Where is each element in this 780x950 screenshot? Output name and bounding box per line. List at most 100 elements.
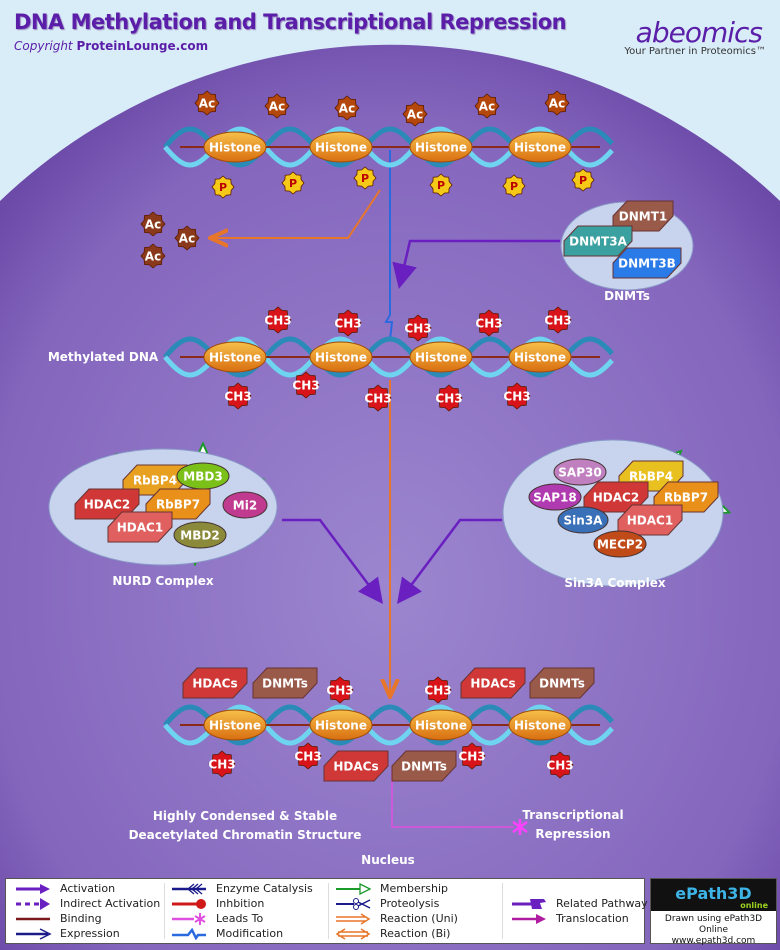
phosphate-group[interactable]: P [281,171,305,195]
hdacs[interactable]: HDACs [323,750,389,782]
histone[interactable]: Histone [309,709,373,741]
nurd-rbbp7-label: RbBP7 [156,498,200,512]
histone[interactable]: Histone [409,341,473,373]
histone[interactable]: Histone [203,341,267,373]
dna-strand [163,126,614,168]
dnmts[interactable]: DNMTs [391,750,457,782]
nurd-mbd2[interactable]: MBD2 [173,521,227,549]
histone[interactable]: Histone [508,131,572,163]
nurd-mbd3[interactable]: MBD3 [176,462,230,490]
legend-expression: Expression [14,926,160,941]
chromatin-label: Deacetylated Chromatin Structure [129,828,362,842]
activation-arrow-dnmts[interactable] [392,239,560,289]
methyl-group[interactable]: CH3 [292,371,320,399]
histone-label: Histone [209,141,261,155]
copyright-link[interactable]: ProteinLounge.com [76,39,209,53]
methyl-group[interactable]: CH3 [294,742,322,770]
acetyl-group-label: Ac [549,97,565,111]
sin3a-mecp2[interactable]: MECP2 [593,530,647,558]
released-acetyl-group-label: Ac [145,218,161,232]
hdacs[interactable]: HDACs [182,667,248,699]
modification-line[interactable] [384,150,394,341]
histone[interactable]: Histone [203,709,267,741]
histone[interactable]: Histone [309,131,373,163]
acetyl-group[interactable]: Ac [474,93,500,119]
phosphate-group[interactable]: P [571,168,595,192]
hdacs-label: HDACs [192,677,237,691]
methyl-group[interactable]: CH3 [334,309,362,337]
sin3a-hdac1[interactable]: HDAC1 [617,504,683,536]
dnmt3b-label: DNMT3B [618,257,676,271]
dnmt3a-label: DNMT3A [569,235,627,249]
released-acetyl-group[interactable]: Ac [140,211,166,237]
phosphate-group[interactable]: P [353,166,377,190]
phosphate-group[interactable]: P [502,174,526,198]
hdacs-label: HDACs [470,677,515,691]
legend-label: Reaction (Uni) [380,912,458,925]
phosphate-group[interactable]: P [211,175,235,199]
reaction-arrow-deacetylation[interactable] [212,189,381,238]
acetyl-group[interactable]: Ac [402,101,428,127]
dnmt3b[interactable]: DNMT3B [612,247,682,279]
legend-label: Proteolysis [380,897,440,910]
legend-enzyme-catalysis: Enzyme Catalysis [170,881,313,896]
copyright-prefix: Copyright [14,39,73,53]
dnmts[interactable]: DNMTs [252,667,318,699]
methyl-group[interactable]: CH3 [424,676,452,704]
activation-arrow-nurd[interactable] [282,518,383,604]
methyl-group[interactable]: CH3 [544,306,572,334]
acetyl-group[interactable]: Ac [334,95,360,121]
methyl-group[interactable]: CH3 [264,306,292,334]
nurd-rbbp4[interactable]: RbBP4 [122,464,188,496]
methyl-group-label: CH3 [208,758,235,772]
histone[interactable]: Histone [508,341,572,373]
dnmts[interactable]: DNMTs [529,667,595,699]
phosphate-group-label: P [361,172,369,185]
released-acetyl-group[interactable]: Ac [140,243,166,269]
sin3a-sin3a[interactable]: Sin3A [557,506,609,534]
histone-label: Histone [209,719,261,733]
methyl-group[interactable]: CH3 [503,382,531,410]
sin3a-sap18[interactable]: SAP18 [528,483,582,511]
histone[interactable]: Histone [309,341,373,373]
methyl-group[interactable]: CH3 [208,750,236,778]
legend-activation: Activation [14,881,160,896]
hdacs[interactable]: HDACs [460,667,526,699]
dnmt1[interactable]: DNMT1 [612,200,674,232]
sin3a-sap30[interactable]: SAP30 [553,458,607,486]
acetyl-group[interactable]: Ac [264,93,290,119]
methyl-group-label: CH3 [458,750,485,764]
methyl-group-label: CH3 [435,392,462,406]
proteolysis-scissors-icon [336,897,371,910]
legend-related-pathway: Related Pathway [510,896,648,911]
dna-condensed: Histone Histone Histone Histone [163,704,614,746]
leads-to-line[interactable] [391,770,514,828]
activation-arrow-sin3a[interactable] [397,518,502,604]
methyl-group[interactable]: CH3 [475,309,503,337]
dnmt1-label: DNMT1 [619,210,667,224]
methyl-group[interactable]: CH3 [224,382,252,410]
histone-label: Histone [209,351,261,365]
methyl-group[interactable]: CH3 [458,742,486,770]
enzyme-catalysis-icon [172,883,206,894]
legend-inhibition: Inhbition [170,896,313,911]
dnmt3a[interactable]: DNMT3A [563,225,633,257]
released-acetyl-group[interactable]: Ac [174,225,200,251]
methyl-group[interactable]: CH3 [546,751,574,779]
histone[interactable]: Histone [203,131,267,163]
acetyl-group[interactable]: Ac [544,90,570,116]
histone[interactable]: Histone [409,709,473,741]
legend: Activation Indirect Activation Binding E… [5,878,648,944]
epath-url[interactable]: www.epath3d.com [671,936,756,946]
histone[interactable]: Histone [409,131,473,163]
methyl-group[interactable]: CH3 [435,384,463,412]
histone[interactable]: Histone [508,709,572,741]
methyl-group[interactable]: CH3 [404,314,432,342]
nurd-hdac1[interactable]: HDAC1 [107,511,173,543]
acetyl-group[interactable]: Ac [194,90,220,116]
nurd-mi2[interactable]: Mi2 [222,491,268,519]
methyl-group[interactable]: CH3 [326,676,354,704]
phosphate-group[interactable]: P [429,173,453,197]
methyl-group[interactable]: CH3 [364,384,392,412]
